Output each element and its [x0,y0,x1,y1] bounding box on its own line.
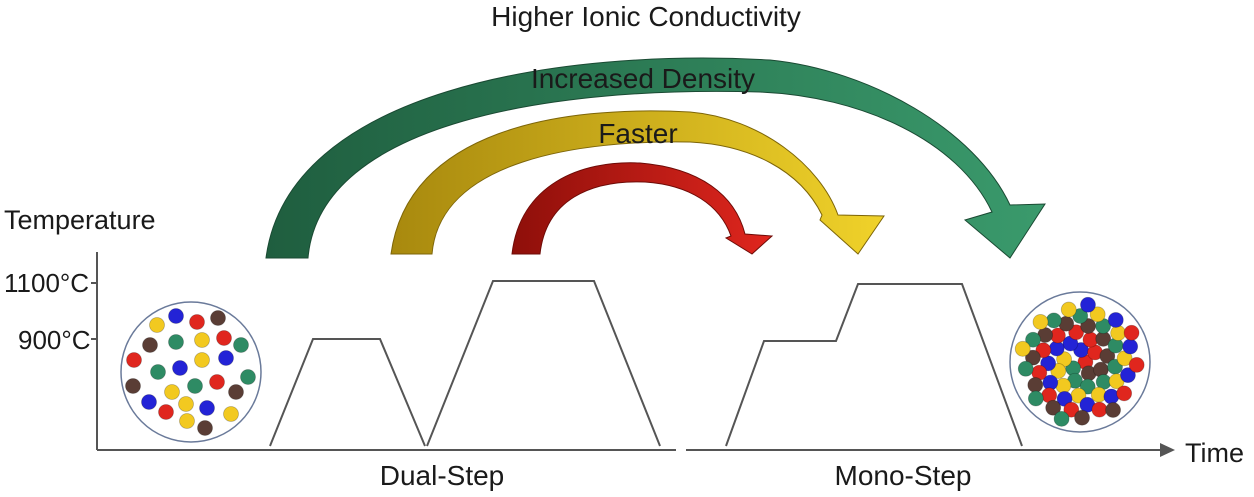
porous-sample-particles [125,308,256,436]
porous-particle-green [187,378,203,394]
x-axis-arrowhead [1160,443,1175,457]
porous-particle-green [150,364,166,380]
porous-particle-green [168,334,184,350]
dense-particle-green [1072,308,1089,324]
dense-particle-yellow [1055,377,1072,394]
dense-particle-blue [1107,312,1124,328]
porous-particle-green [233,337,249,353]
dense-particle-yellow [1060,301,1077,318]
porous-particle-red [189,314,205,330]
arrow-higher-ionic-conductivity [265,57,1046,259]
dense-sample-particles [1014,296,1145,427]
dense-particle-brown [1099,348,1116,364]
dense-particle-brown [1027,377,1044,393]
label-dual-step: Dual-Step [380,460,505,491]
tick-900: 900°C [18,325,91,355]
dense-particle-red [1063,401,1080,418]
dense-particle-green [1053,410,1070,427]
x-axis-label: Time [1185,438,1244,468]
tick-1100: 1100°C [4,268,89,298]
dense-particle-red [1068,324,1085,341]
dense-particle-green [1025,331,1041,348]
porous-particle-blue [199,400,215,416]
dense-particle-yellow [1089,306,1106,323]
porous-particle-red [209,374,225,390]
porous-particle-blue [172,360,188,376]
porous-particle-yellow [178,396,194,412]
dense-particle-blue [1080,296,1096,313]
porous-particle-brown [142,337,158,353]
porous-particle-brown [197,420,213,436]
mono-step-profile [725,283,1023,447]
dense-particle-brown [1045,399,1062,416]
dense-particle-yellow [1110,325,1127,341]
porous-particle-red [216,330,232,346]
porous-particle-yellow [223,406,239,422]
porous-particle-brown [228,384,244,400]
dense-particle-yellow [1032,314,1049,330]
dense-particle-red [1035,342,1052,359]
porous-particle-yellow [194,332,210,348]
label-faster: Faster [598,118,677,149]
porous-particle-yellow [164,384,180,400]
porous-particle-blue [168,308,184,324]
dense-particle-brown [1025,349,1041,366]
label-higher-ionic-conductivity: Higher Ionic Conductivity [491,1,801,32]
porous-particle-yellow [179,413,195,429]
dense-particle-blue [1120,367,1136,384]
dense-particle-green [1027,390,1044,407]
porous-particle-brown [210,310,226,326]
dense-particle-green [1017,360,1034,377]
dual-step-profile-1 [269,338,426,447]
porous-particle-blue [218,350,234,366]
porous-particle-yellow [149,317,165,333]
arrow-increased-density [390,110,885,255]
dense-particle-red [1123,324,1140,341]
porous-particle-red [158,404,174,420]
dense-particle-green [1079,378,1096,395]
dense-particle-red [1091,401,1108,418]
dense-particle-green [1045,312,1062,329]
porous-particle-red [126,352,142,368]
label-mono-step: Mono-Step [835,460,972,491]
dense-particle-blue [1056,390,1073,407]
label-increased-density: Increased Density [531,63,755,94]
dense-particle-brown [1074,409,1090,426]
y-axis-label: Temperature [4,205,156,235]
dense-particle-yellow [1014,340,1031,357]
dense-particle-brown [1105,402,1121,418]
arrow-faster [511,162,774,255]
porous-particle-green [240,369,256,385]
dense-particle-red [1128,356,1145,373]
porous-particle-yellow [194,352,210,368]
dense-particle-red [1116,385,1133,402]
porous-particle-brown [125,378,141,394]
porous-particle-blue [141,394,157,410]
dense-particle-blue [1122,338,1139,355]
dual-step-profile-2 [426,280,661,447]
